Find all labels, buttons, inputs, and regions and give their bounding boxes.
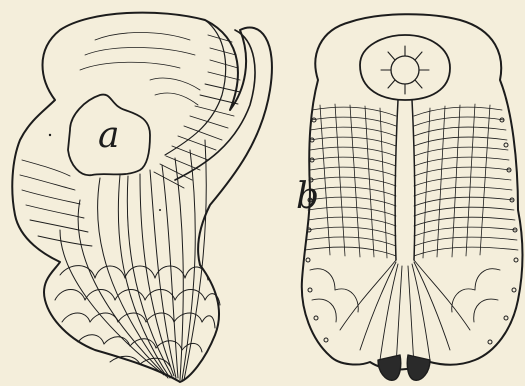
figure-b-basal-lobe-right (407, 355, 430, 380)
figure-b-outline (302, 14, 523, 369)
figure-b: b (290, 0, 525, 386)
figure-a-inner-band (175, 30, 255, 180)
figure-b-drawing: b (290, 0, 525, 386)
figure-b-central-canal (395, 100, 415, 260)
figure-a-drawing: a (0, 0, 290, 386)
figure-b-lower-lobes (310, 260, 500, 366)
figure-b-basal-lobe-left (378, 355, 401, 380)
figure-b-hatching (305, 104, 518, 258)
figure-b-label: b (296, 176, 319, 217)
figure-a-label: a (98, 115, 119, 156)
figure-a: a (0, 0, 290, 386)
